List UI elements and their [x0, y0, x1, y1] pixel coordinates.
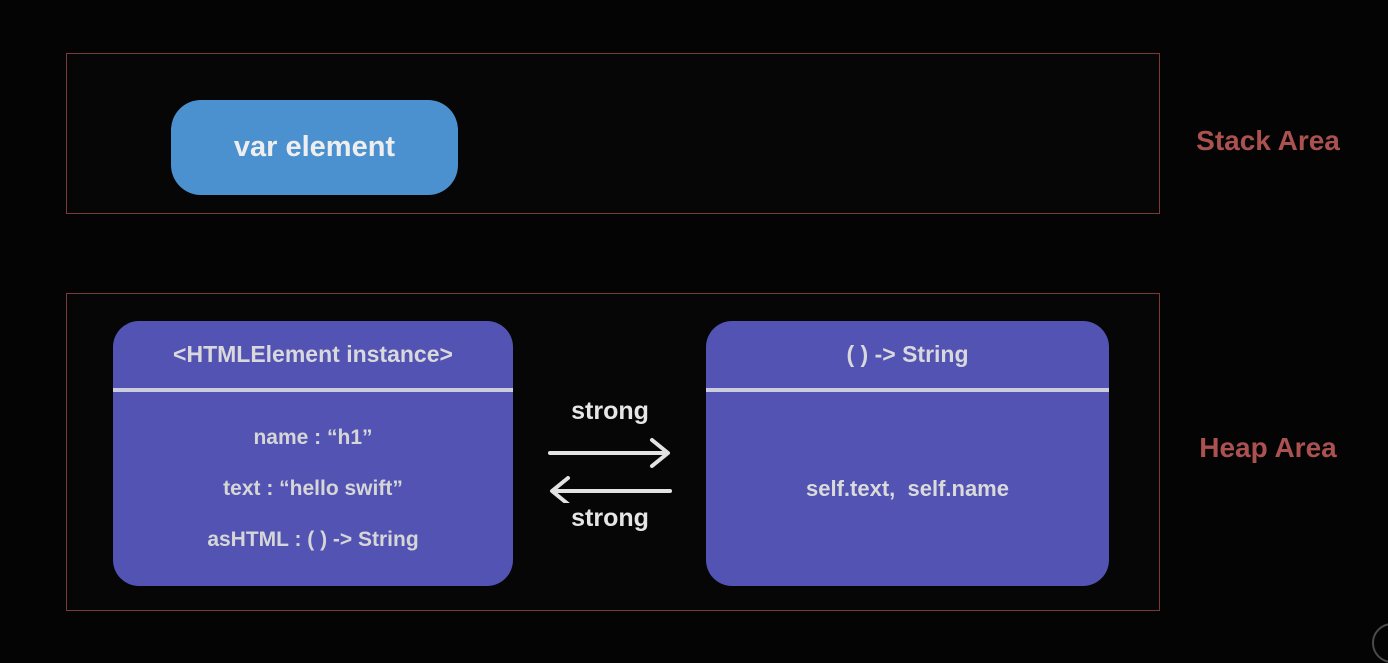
memory-diagram: { "colors": { "background": "#040404", "…	[66, 53, 1388, 663]
property-row-ashtml: asHTML : ( ) -> String	[207, 528, 419, 551]
strong-reference-arrow-backward	[550, 476, 672, 503]
html-element-instance-body: name : “h1” text : “hello swift” asHTML …	[113, 392, 513, 586]
var-element-label: var element	[233, 131, 396, 163]
closure-node: ( ) -> String self.text, self.name	[706, 321, 1109, 586]
node-divider	[706, 388, 1109, 392]
html-element-instance-node: <HTMLElement instance> name : “h1” text …	[113, 321, 513, 586]
strong-reference-arrow-forward	[548, 438, 670, 468]
heap-area-label: Heap Area	[1199, 432, 1337, 463]
strong-label-top: strong	[571, 397, 649, 425]
strong-label-bottom: strong	[571, 504, 649, 532]
reference-arrows-block: strong strong	[546, 396, 674, 534]
node-divider	[113, 388, 513, 392]
corner-circle-decoration	[1372, 623, 1388, 663]
strong-reference-arrows	[548, 438, 672, 503]
var-element-node: var element	[171, 100, 458, 195]
property-row-text: text : “hello swift”	[223, 477, 403, 500]
html-element-instance-title: <HTMLElement instance>	[173, 341, 453, 367]
stack-area-label: Stack Area	[1196, 125, 1340, 156]
closure-body: self.text, self.name	[706, 392, 1109, 586]
closure-title: ( ) -> String	[846, 341, 969, 367]
property-row-name: name : “h1”	[253, 426, 373, 449]
closure-captures-text: self.text, self.name	[806, 476, 1009, 501]
